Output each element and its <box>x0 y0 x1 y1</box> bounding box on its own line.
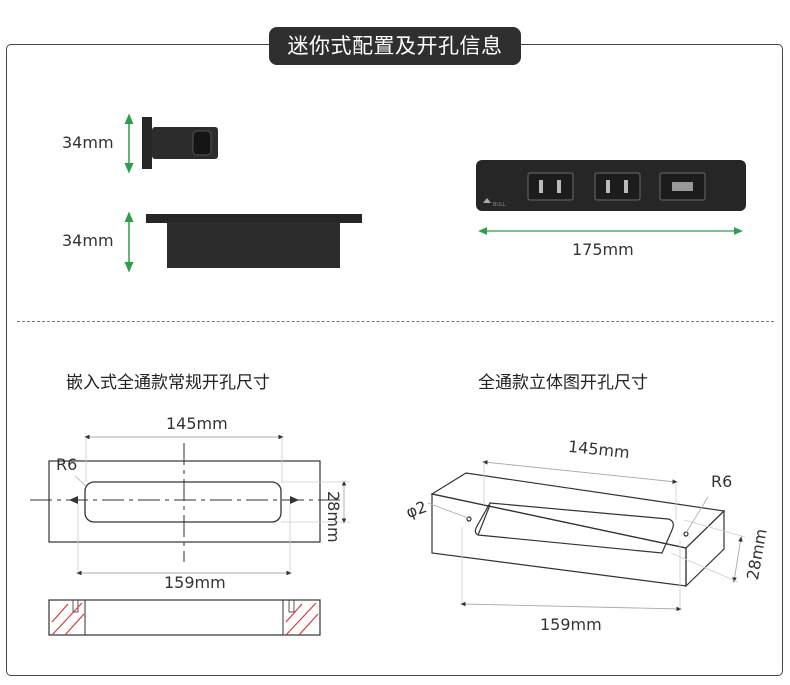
hatch-right <box>285 602 319 636</box>
embedded-heading: 嵌入式全通款常规开孔尺寸 <box>66 373 270 393</box>
usb-port <box>659 172 706 201</box>
section-divider <box>17 321 774 322</box>
embedded-cross-section <box>48 599 321 636</box>
product-length-label: 175mm <box>572 240 634 259</box>
iso-drawing <box>427 460 746 612</box>
side-height-label: 34mm <box>62 133 114 152</box>
brand-logo-icon <box>483 198 491 203</box>
embedded-outer-length: 159mm <box>164 573 226 592</box>
top-view-product: BULL <box>476 160 746 211</box>
brand-text: BULL <box>493 202 506 208</box>
side-view-product <box>142 117 218 169</box>
iso-heading: 全通款立体图开孔尺寸 <box>478 373 648 393</box>
embedded-width: 28mm <box>324 491 343 543</box>
front-height-label: 34mm <box>62 231 114 250</box>
page-title: 迷你式配置及开孔信息 <box>269 27 521 65</box>
outlet-socket-2 <box>594 172 641 201</box>
embedded-radius: R6 <box>56 455 78 474</box>
outlet-socket-1 <box>527 172 574 201</box>
embedded-cutout-drawing <box>30 434 350 576</box>
hatch-left <box>51 602 85 636</box>
iso-radius: R6 <box>711 472 733 491</box>
embedded-inner-length: 145mm <box>166 414 228 433</box>
front-view-product <box>146 214 362 268</box>
iso-outer-length: 159mm <box>540 615 602 634</box>
